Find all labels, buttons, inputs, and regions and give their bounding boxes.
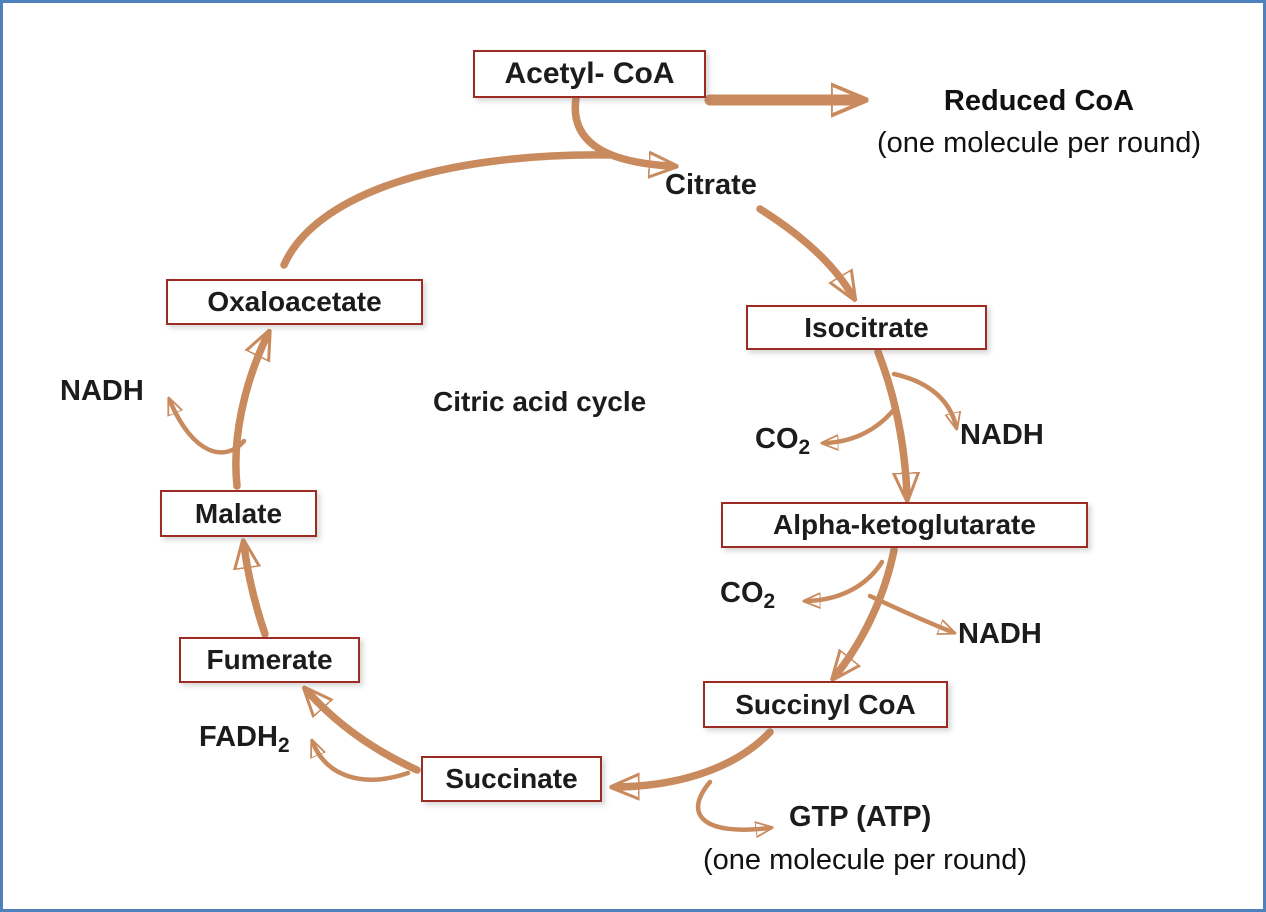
fadh2-base: FADH [199, 721, 278, 753]
label-fadh2: FADH2 [199, 721, 290, 757]
arc-succinate-to-fumerate [308, 692, 421, 774]
label-gtp-note: (one molecule per round) [703, 844, 1028, 876]
label-cycle-title: Citric acid cycle [433, 386, 647, 417]
co2-subscript: 2 [798, 435, 811, 459]
fadh2-subscript: 2 [277, 733, 290, 757]
arc-succinyl-to-succinate [617, 728, 774, 787]
label-co2-ketoglutarate: CO2 [720, 577, 776, 613]
cycle-arrows [3, 3, 1263, 909]
node-fumerate: Fumerate [179, 637, 360, 683]
arc-malate-to-oxaloacetate [232, 336, 267, 490]
node-oxaloacetate: Oxaloacetate [166, 279, 423, 325]
arrow-to-co2-ketoglutarate [807, 559, 885, 601]
node-alpha-ketoglutarate: Alpha-ketoglutarate [721, 502, 1088, 548]
node-succinate: Succinate [421, 756, 602, 802]
label-citrate: Citrate [665, 169, 757, 201]
label-nadh-malate: NADH [60, 375, 144, 407]
co2-subscript: 2 [763, 589, 776, 613]
arrow-to-nadh-malate [170, 401, 247, 455]
node-acetyl-coa: Acetyl- CoA [473, 50, 706, 98]
node-malate: Malate [160, 490, 317, 537]
node-isocitrate: Isocitrate [746, 305, 987, 350]
node-succinyl-coa: Succinyl CoA [703, 681, 948, 728]
arrow-to-nadh-isocitrate [891, 371, 956, 426]
label-nadh-isocitrate: NADH [960, 419, 1044, 451]
label-co2-isocitrate: CO2 [755, 423, 811, 459]
arc-isocitrate-to-ketoglutarate [874, 348, 907, 495]
co2-base: CO [720, 577, 764, 609]
arrow-to-co2-isocitrate [825, 404, 899, 443]
arrow-to-nadh-ketoglutarate [867, 593, 952, 632]
arc-acetyl-to-citrate [571, 94, 671, 166]
arc-ketoglutarate-to-succinyl [836, 546, 898, 675]
reduced-coa-label: Reduced CoA [943, 85, 1135, 117]
label-gtp: GTP (ATP) [789, 801, 932, 833]
arc-fumerate-to-malate [244, 546, 269, 638]
reduced-coa-caption: Reduced CoA (one molecule per round) [838, 85, 1240, 160]
arc-oxaloacetate-to-top [280, 151, 613, 269]
reduced-coa-note: (one molecule per round) [876, 127, 1201, 159]
label-nadh-ketoglutarate: NADH [958, 618, 1042, 650]
arrow-to-fadh2 [313, 743, 411, 782]
arrow-to-gtp [696, 779, 769, 830]
arc-citrate-to-isocitrate [756, 205, 852, 295]
co2-base: CO [755, 423, 799, 455]
